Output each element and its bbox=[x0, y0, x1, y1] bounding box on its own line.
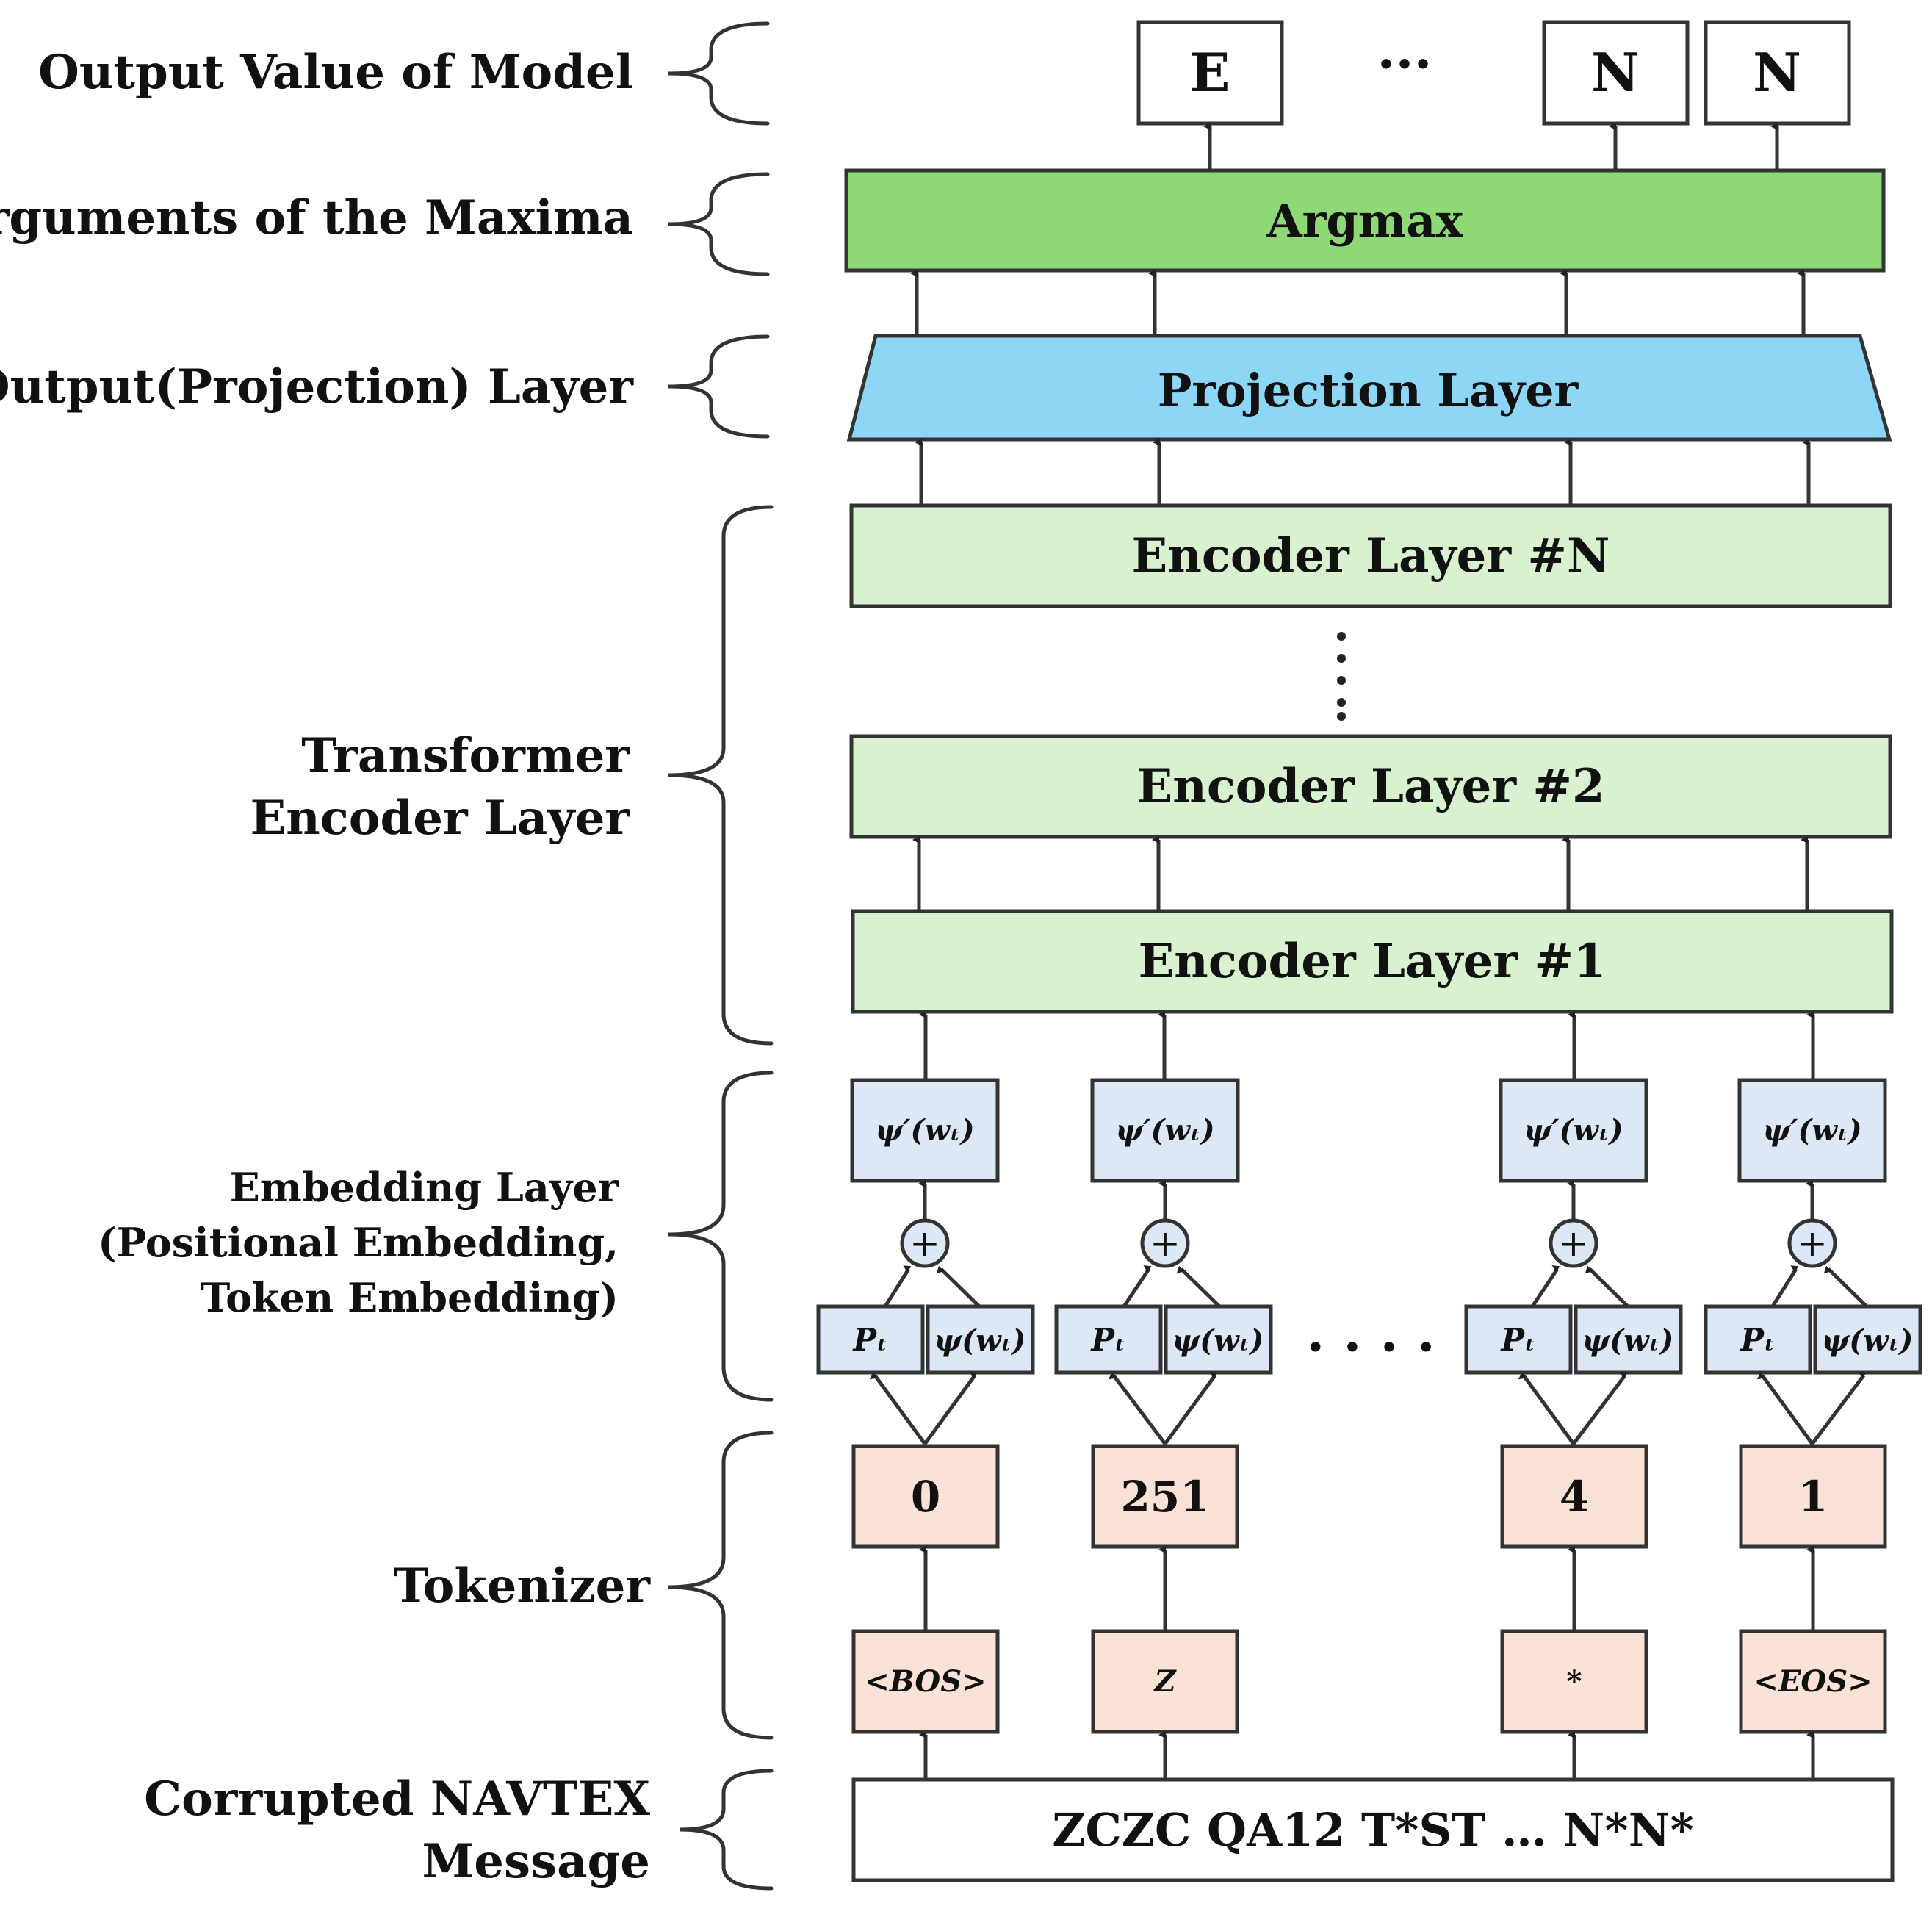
token-id-4: 1 bbox=[1798, 1472, 1828, 1522]
token-id-box-1 bbox=[851, 1444, 1000, 1549]
token-embedding-label: ψ(wₜ) bbox=[934, 1323, 1026, 1358]
label-embedding-2: (Positional Embedding, bbox=[98, 1219, 619, 1266]
brace-corrupted bbox=[679, 1769, 774, 1891]
arrows-tokenizer bbox=[919, 1546, 1815, 1780]
token-embedding-label: ψ(wₜ) bbox=[1582, 1323, 1674, 1358]
label-transformer-2: Encoder Layer bbox=[250, 791, 630, 846]
encoder-layer-1 bbox=[851, 909, 1894, 1014]
positional-embedding-box bbox=[1054, 1304, 1163, 1375]
message-box bbox=[851, 1777, 1895, 1882]
label-corrupted-1: Corrupted NAVTEX bbox=[144, 1772, 650, 1827]
label-corrupted-2: Message bbox=[422, 1834, 650, 1889]
token-box-4 bbox=[1739, 1629, 1887, 1734]
positional-embedding-label: Pₜ bbox=[1740, 1322, 1775, 1358]
positional-embedding-box bbox=[816, 1304, 925, 1375]
output-value-n1: N bbox=[1591, 41, 1640, 104]
embedding-column-3: ψ′(wₜ) + Pₜ ψ(wₜ) bbox=[1464, 1078, 1683, 1375]
psi-prime-box bbox=[1499, 1078, 1648, 1183]
encoder-layer-n bbox=[849, 503, 1892, 608]
psi-prime-box bbox=[1090, 1078, 1240, 1183]
psi-prime-label: ψ′(wₜ) bbox=[1524, 1113, 1623, 1148]
token-id-box-2 bbox=[1091, 1444, 1239, 1549]
label-output-value: Output Value of Model bbox=[38, 45, 633, 100]
output-value-n2: N bbox=[1753, 41, 1801, 104]
psi-prime-label: ψ′(wₜ) bbox=[875, 1113, 974, 1148]
add-symbol: + bbox=[909, 1222, 940, 1265]
embedding-column-1: ψ′(wₜ) + Pₜ ψ(wₜ) bbox=[816, 1078, 1035, 1375]
psi-prime-label: ψ′(wₜ) bbox=[1115, 1113, 1214, 1148]
label-embedding-1: Embedding Layer bbox=[230, 1164, 619, 1211]
token-id-box-3 bbox=[1500, 1444, 1648, 1549]
brace-argmax bbox=[668, 172, 770, 276]
projection-layer-shape bbox=[846, 334, 1892, 442]
output-box-e bbox=[1136, 20, 1284, 126]
encoder-layer-1-label: Encoder Layer #1 bbox=[1139, 934, 1607, 989]
label-embedding-3: Token Embedding) bbox=[201, 1274, 619, 1321]
token-embedding-label: ψ(wₜ) bbox=[1822, 1323, 1914, 1358]
add-symbol: + bbox=[1150, 1222, 1181, 1265]
output-ellipsis: ··· bbox=[1377, 32, 1432, 95]
token-4: <EOS> bbox=[1753, 1664, 1872, 1699]
token-1: <BOS> bbox=[865, 1664, 986, 1699]
arrows-embedding bbox=[869, 1180, 1868, 1445]
arrows-upper bbox=[910, 123, 1815, 1080]
brace-tokenizer bbox=[668, 1431, 774, 1740]
brace-output-value bbox=[668, 21, 770, 126]
message-text: ZCZC QA12 T*ST … N*N* bbox=[1052, 1803, 1694, 1857]
token-id-1: 0 bbox=[911, 1472, 940, 1522]
positional-embedding-label: Pₜ bbox=[1090, 1322, 1125, 1358]
token-2: Z bbox=[1153, 1664, 1177, 1699]
token-embedding-box bbox=[926, 1304, 1035, 1375]
psi-prime-label: ψ′(wₜ) bbox=[1762, 1113, 1861, 1148]
token-box-3 bbox=[1500, 1629, 1648, 1734]
token-id-3: 4 bbox=[1560, 1472, 1589, 1522]
brace-transformer bbox=[668, 505, 774, 1046]
add-symbol: + bbox=[1797, 1222, 1828, 1265]
encoder-layer-n-label: Encoder Layer #N bbox=[1132, 528, 1610, 583]
embedding-column-2: ψ′(wₜ) + Pₜ ψ(wₜ) bbox=[1054, 1078, 1273, 1375]
token-embedding-label: ψ(wₜ) bbox=[1172, 1323, 1264, 1358]
add-symbol: + bbox=[1558, 1222, 1589, 1265]
projection-layer-label: Projection Layer bbox=[1158, 364, 1579, 417]
label-transformer-1: Transformer bbox=[301, 728, 630, 783]
positional-embedding-label: Pₜ bbox=[852, 1322, 887, 1358]
label-projection-layer: Output(Projection) Layer bbox=[0, 359, 634, 414]
argmax-box bbox=[844, 168, 1886, 273]
encoder-layer-2-label: Encoder Layer #2 bbox=[1137, 759, 1605, 814]
token-embedding-box bbox=[1574, 1304, 1683, 1375]
argmax-label: Argmax bbox=[1266, 194, 1464, 248]
token-embedding-box bbox=[1813, 1304, 1922, 1375]
token-id-2: 251 bbox=[1120, 1472, 1209, 1522]
psi-prime-box bbox=[1737, 1078, 1887, 1183]
embedding-column-4: ψ′(wₜ) + Pₜ ψ(wₜ) bbox=[1704, 1078, 1922, 1375]
brace-projection bbox=[668, 334, 770, 439]
label-argmax-args: Arguments of the Maxima bbox=[0, 190, 633, 245]
encoder-vertical-dots bbox=[1337, 632, 1346, 721]
embedding-ellipsis: · · · · bbox=[1306, 1315, 1435, 1378]
positional-embedding-box bbox=[1704, 1304, 1812, 1375]
encoder-layer-2 bbox=[849, 734, 1892, 839]
token-3: * bbox=[1567, 1664, 1582, 1699]
brace-embedding bbox=[668, 1071, 774, 1402]
output-box-n1 bbox=[1542, 20, 1690, 126]
positional-embedding-label: Pₜ bbox=[1500, 1322, 1535, 1358]
label-tokenizer: Tokenizer bbox=[393, 1558, 651, 1614]
output-value-e: E bbox=[1190, 41, 1230, 104]
